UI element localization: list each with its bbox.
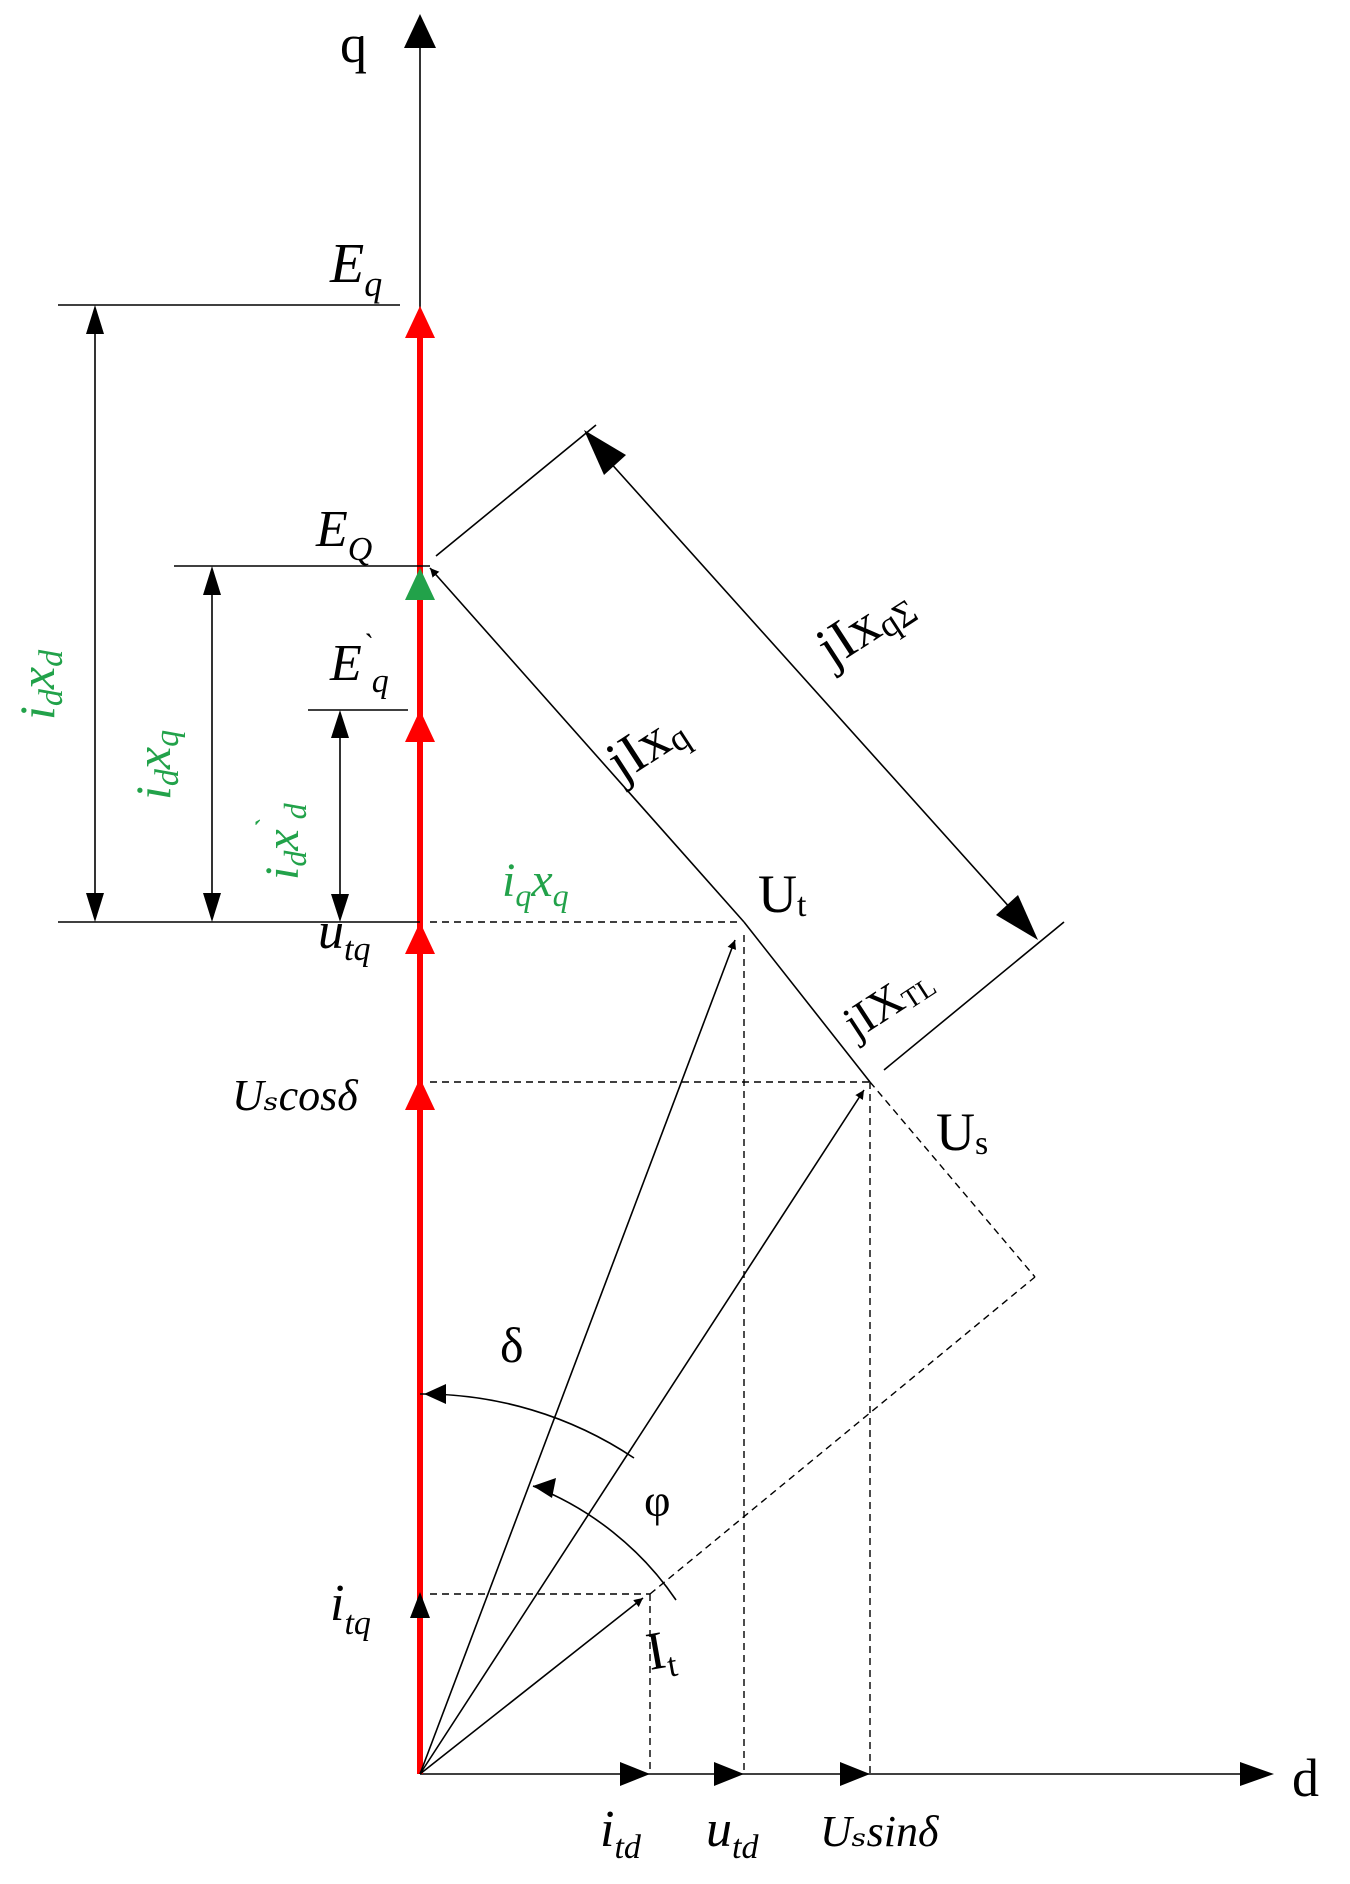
id-xd-prime-dim-top [331, 710, 349, 738]
id-xd-dim-bottom [86, 893, 104, 922]
label-EQ: EQ [315, 501, 372, 568]
label-id-xd: idxd [9, 649, 70, 720]
svg-text:jIxqΣ: jIxqΣ [804, 572, 925, 681]
label-id-xd-prime: idx`d [250, 802, 313, 880]
d-axis-arrowhead [1240, 1762, 1274, 1786]
jixq-sigma-dim-head-bottom [996, 895, 1038, 940]
id-xq-dim-bottom [203, 893, 221, 922]
svg-text:Eq: Eq [329, 233, 382, 304]
label-Us: Us [936, 1102, 988, 1162]
label-Eq: Eq [329, 233, 382, 304]
jixq-sigma-ext-bottom [883, 921, 1065, 1071]
label-delta: δ [500, 1317, 524, 1373]
label-utd: utd [706, 1801, 759, 1866]
label-itq: itq [330, 1575, 371, 1642]
utq-arrowhead [405, 922, 435, 954]
svg-text:idxq: idxq [125, 730, 186, 800]
svg-text:itd: itd [600, 1801, 642, 1866]
svg-text:idxd: idxd [9, 649, 70, 720]
label-id-xq: idxq [125, 730, 186, 800]
us-sin-arrowhead [840, 1762, 870, 1786]
label-It: It [642, 1618, 681, 1688]
id-xd-prime-dim-bottom [331, 894, 349, 922]
delta-arc [419, 1393, 635, 1459]
label-Eq-prime: E`q [329, 628, 389, 700]
it-phasor [419, 1597, 644, 1775]
label-Ut: Ut [758, 864, 807, 924]
label-jIxqSigma: jIxqΣ [804, 572, 925, 681]
utd-arrowhead [714, 1762, 744, 1786]
phi-arc-arrowhead [533, 1478, 556, 1498]
jixq-sigma-dim-line [589, 439, 1031, 931]
eq-arrowhead [405, 306, 435, 338]
svg-text:utq: utq [318, 903, 370, 968]
eQ-arrowhead [405, 568, 435, 600]
label-jIxq: jIxq [594, 697, 697, 795]
svg-text:idx`d: idx`d [250, 802, 313, 880]
svg-text:utd: utd [706, 1801, 759, 1866]
d-axis-label: d [1292, 1748, 1319, 1808]
jixtl-drop-line [743, 921, 871, 1083]
current-direction-extension [649, 1276, 1036, 1595]
svg-text:Us: Us [936, 1102, 988, 1162]
label-iq-xq: iqxq [502, 854, 569, 913]
svg-text:EQ: EQ [315, 501, 372, 568]
eq-prime-arrowhead [405, 710, 435, 742]
label-itd: itd [600, 1801, 642, 1866]
jixq-sigma-ext-top [435, 424, 597, 557]
svg-text:E`q: E`q [329, 628, 389, 700]
label-us-sin-delta: Uₛsinδ [820, 1807, 940, 1856]
us-cos-arrowhead [405, 1078, 435, 1110]
itq-arrowhead [410, 1592, 430, 1618]
ut-phasor [419, 939, 737, 1775]
svg-text:itq: itq [330, 1575, 371, 1642]
us-phasor [419, 1089, 865, 1775]
id-xd-dim-top [86, 305, 104, 334]
label-us-cos-delta: Uₛcosδ [232, 1071, 359, 1120]
svg-text:Ut: Ut [758, 864, 807, 924]
delta-arc-arrowhead [424, 1384, 446, 1404]
jixq-sigma-dim-head-top [584, 430, 626, 475]
label-utq: utq [318, 903, 370, 968]
jixtl-perpendicular-dashed [869, 1081, 1036, 1278]
svg-text:jIxq: jIxq [594, 697, 697, 795]
itd-arrowhead [620, 1762, 650, 1786]
id-xq-dim-top [203, 566, 221, 595]
svg-text:It: It [642, 1618, 681, 1688]
svg-text:iqxq: iqxq [502, 854, 569, 913]
jixq-drop-line [429, 567, 745, 923]
label-phi: φ [644, 1475, 671, 1526]
q-axis-arrowhead [404, 14, 436, 48]
q-axis-label: q [340, 14, 367, 74]
